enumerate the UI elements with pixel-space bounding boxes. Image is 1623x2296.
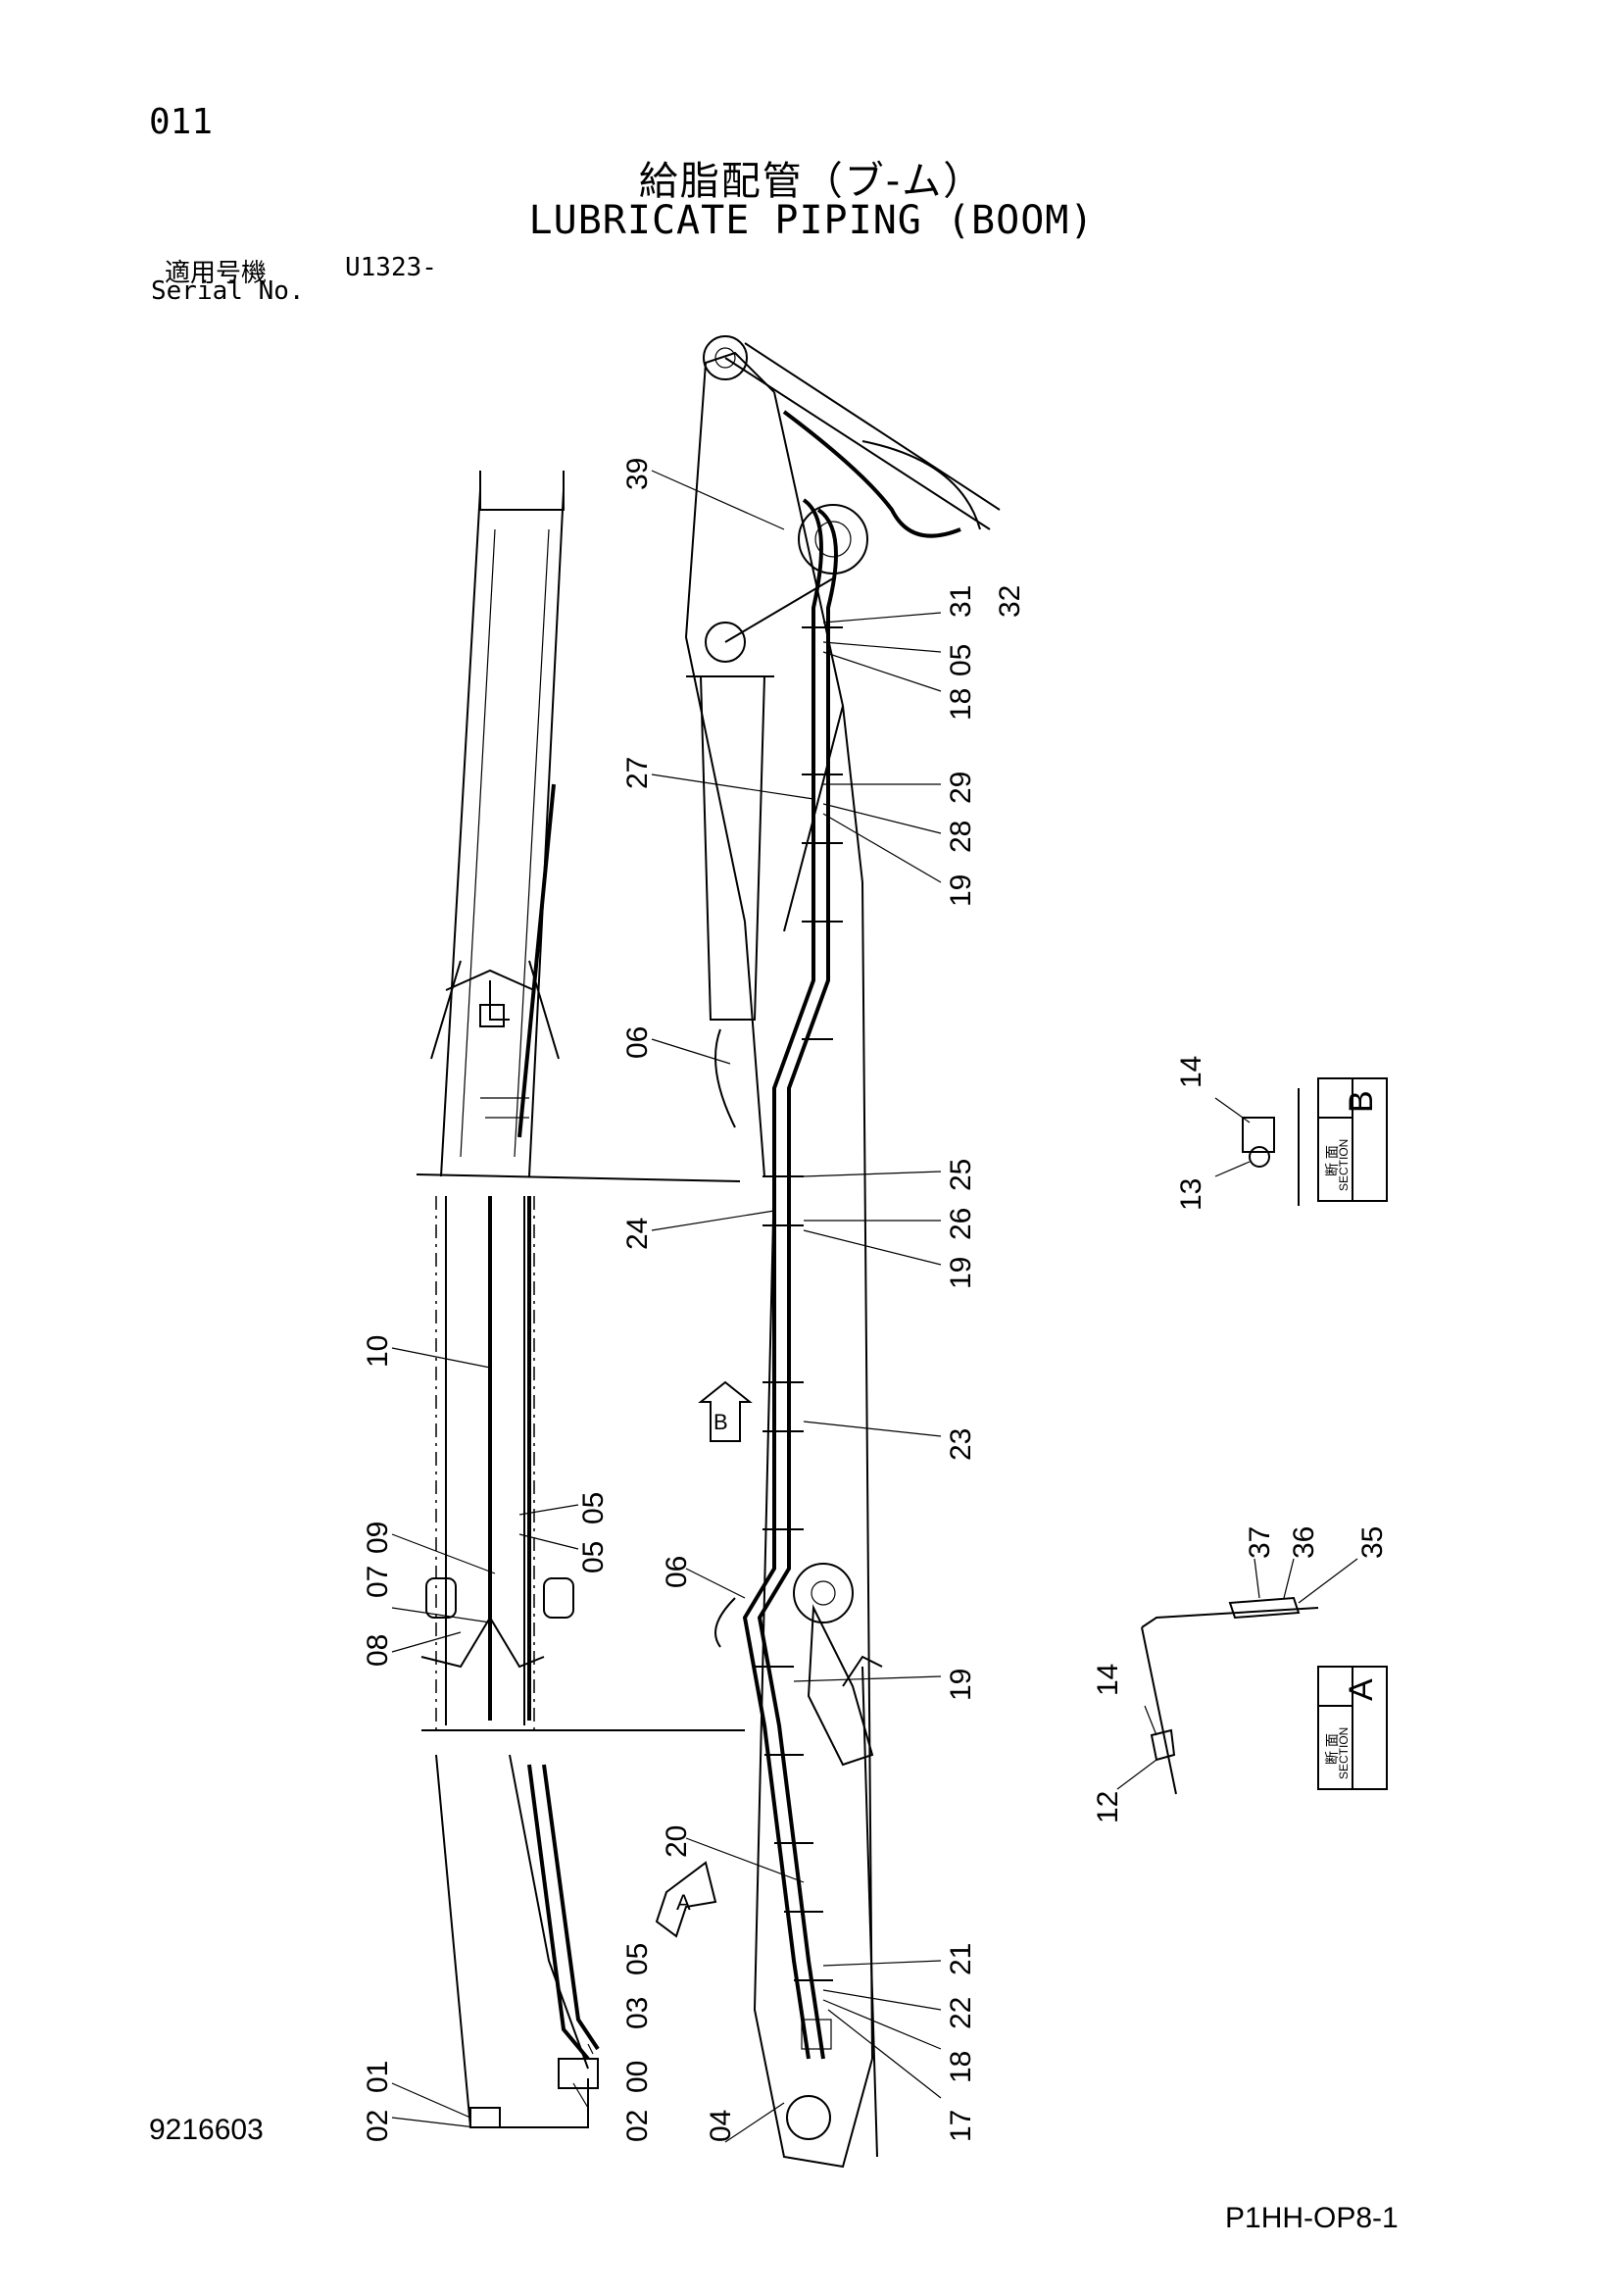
svg-text:SECTION: SECTION [1337, 1139, 1351, 1191]
drawing-number: 9216603 [149, 2114, 264, 2146]
callout-section-b-13: 13 [1175, 1178, 1207, 1211]
svg-text:A: A [1343, 1678, 1380, 1701]
callout-05b: 05 [577, 1492, 610, 1524]
callout-section-a-35: 35 [1356, 1526, 1389, 1559]
callout-23: 23 [945, 1428, 977, 1461]
callout-39: 39 [621, 458, 654, 490]
callout-section-b-14: 14 [1175, 1056, 1207, 1088]
callout-section-a-14: 14 [1092, 1664, 1124, 1696]
svg-text:断 面: 断 面 [1324, 1733, 1340, 1765]
callout-19a: 19 [945, 874, 977, 907]
callout-04: 04 [705, 2110, 737, 2142]
callout-26: 26 [945, 1208, 977, 1240]
serial-label-english: Serial No. [151, 276, 305, 306]
boom-top-pin [703, 335, 748, 380]
callout-section-a-12: 12 [1092, 1791, 1124, 1823]
callout-06b: 06 [661, 1556, 693, 1588]
callout-03: 03 [621, 1997, 654, 2029]
callout-22: 22 [945, 1997, 977, 2029]
callout-08: 08 [362, 1634, 394, 1667]
boom-plan-view [416, 471, 745, 2128]
section-a-detail: 断 面 SECTION A 37 36 35 14 12 [1092, 1526, 1389, 1823]
section-b-detail: 断 面 SECTION B 14 13 [1175, 1056, 1388, 1211]
callout-06a: 06 [621, 1026, 654, 1059]
grease-fitting-block [479, 1004, 505, 1027]
serial-label-japanese: 適用号機 [165, 259, 268, 288]
callout-18b: 18 [945, 2051, 977, 2083]
callout-29: 29 [945, 772, 977, 804]
callout-25: 25 [945, 1159, 977, 1191]
view-marker-a: A [655, 1861, 717, 1938]
callout-24: 24 [621, 1218, 654, 1250]
callout-02b: 02 [621, 2110, 654, 2142]
svg-text:A: A [676, 1890, 691, 1915]
title-english: LUBRICATE PIPING (BOOM) [528, 198, 1095, 243]
serial-code: U1323- [345, 253, 437, 282]
callout-10: 10 [362, 1335, 394, 1368]
svg-text:断 面: 断 面 [1324, 1145, 1340, 1176]
callout-section-a-37: 37 [1244, 1526, 1276, 1559]
callout-28: 28 [945, 821, 977, 853]
boom-cylinder-pin [793, 1563, 854, 1623]
page-number: 011 [149, 102, 214, 142]
title-japanese: 給脂配管（ブ-ム） [638, 159, 985, 204]
callouts: 39 31 32 05 18 27 29 28 19 06 25 24 26 1… [362, 458, 1026, 2142]
callout-17: 17 [945, 2110, 977, 2142]
boom-side-view [684, 335, 1001, 2169]
callout-05c: 05 [577, 1541, 610, 1573]
callout-00: 00 [621, 2061, 654, 2093]
svg-text:B: B [1343, 1090, 1380, 1113]
callout-19b: 19 [945, 1257, 977, 1289]
callout-07: 07 [362, 1566, 394, 1598]
callout-02a: 02 [362, 2110, 394, 2142]
callout-21: 21 [945, 1943, 977, 1975]
grease-line-main [742, 498, 823, 2060]
callout-18a: 18 [945, 688, 977, 721]
callout-19c: 19 [945, 1669, 977, 1701]
leader-lines [391, 470, 942, 2143]
view-marker-b: B [698, 1380, 753, 1442]
callout-20: 20 [661, 1825, 693, 1858]
callout-05d: 05 [621, 1943, 654, 1975]
callout-31: 31 [945, 585, 977, 618]
callout-section-a-36: 36 [1288, 1526, 1320, 1559]
callout-27: 27 [621, 757, 654, 789]
svg-text:SECTION: SECTION [1337, 1727, 1351, 1779]
svg-text:B: B [713, 1410, 728, 1434]
boom-foot-pin [786, 2095, 831, 2140]
sheet-code: P1HH-OP8-1 [1225, 2202, 1399, 2234]
callout-32: 32 [994, 585, 1026, 618]
callout-09: 09 [362, 1522, 394, 1554]
callout-05a: 05 [945, 644, 977, 676]
callout-01: 01 [362, 2061, 394, 2093]
